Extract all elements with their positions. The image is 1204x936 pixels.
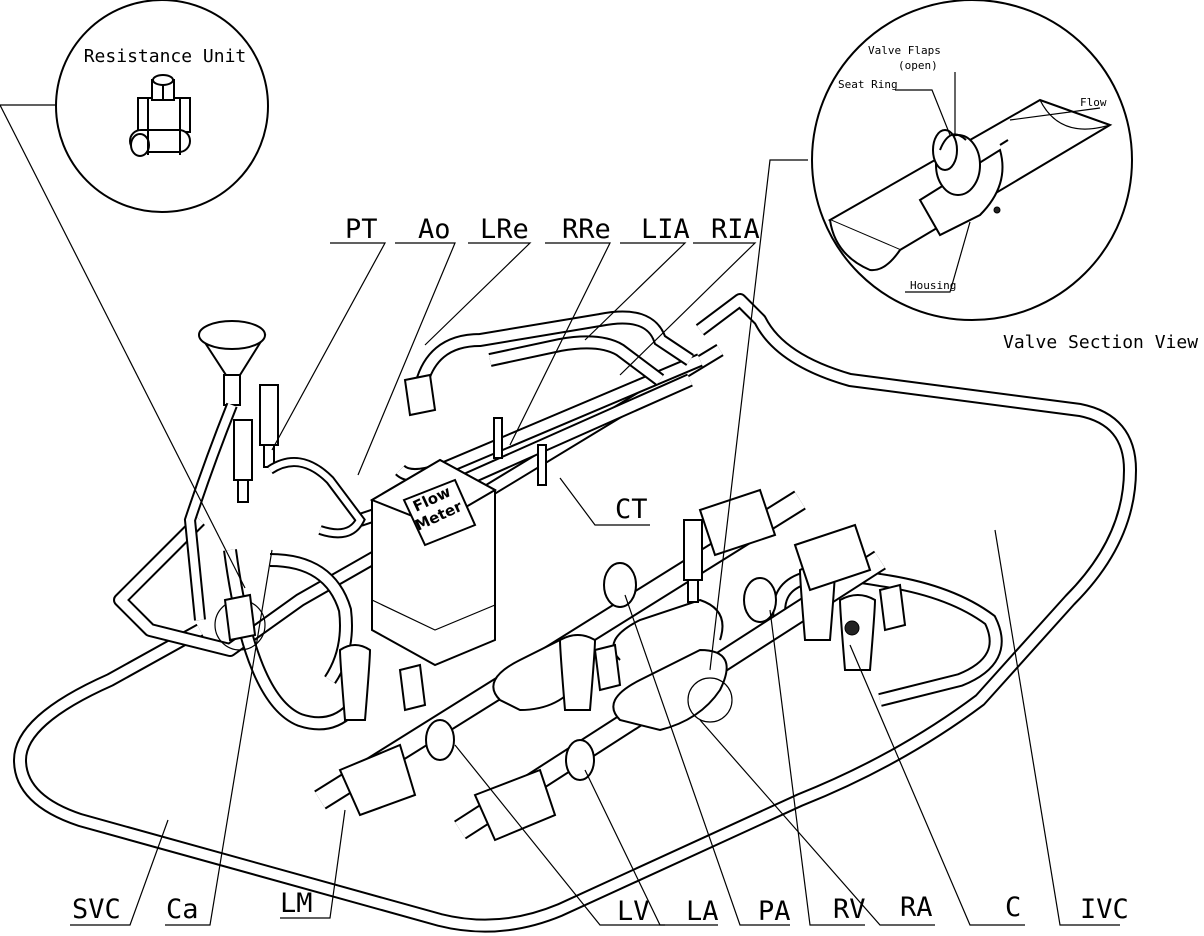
bottom-labels: SVC Ca LM LV LA PA RV RA C IVC (72, 888, 1129, 927)
label-ct: CT (615, 494, 648, 525)
label-rv: RV (833, 894, 866, 925)
resistance-unit-inset: Resistance Unit (55, 0, 269, 213)
valve-housing-drawing (827, 98, 1113, 272)
seat-ring-label: Seat Ring (838, 78, 898, 91)
label-la: LA (686, 896, 719, 927)
label-pt: PT (345, 214, 378, 245)
leader-lines (0, 104, 1120, 926)
label-lre: LRe (480, 214, 529, 245)
label-lv: LV (617, 896, 650, 927)
clamp-pins (493, 417, 547, 486)
valve-section-inset: Valve Flaps (open) Seat Ring Flow Housin… (811, 0, 1198, 353)
flow-label: Flow (1080, 96, 1107, 109)
main-loop-tubing (13, 293, 1137, 933)
compliance-funnel (183, 320, 267, 621)
label-lm: LM (280, 888, 313, 919)
label-svc: SVC (72, 894, 121, 925)
resistance-unit-icon (129, 74, 191, 157)
label-ra: RA (900, 892, 933, 923)
aorta-tube (267, 457, 366, 539)
resistance-unit-title: Resistance Unit (84, 46, 247, 67)
pressure-transducers (233, 384, 703, 603)
label-ao: Ao (418, 214, 451, 245)
label-pa: PA (758, 896, 791, 927)
housing-label: Housing (910, 279, 956, 292)
label-ivc: IVC (1080, 894, 1129, 925)
valve-flaps-label: Valve Flaps (868, 44, 941, 57)
clamp-blocks (223, 373, 907, 842)
valve-flaps-state-label: (open) (898, 59, 938, 72)
chamber-assembly (214, 373, 907, 842)
flow-meter: Flow Meter (369, 458, 498, 667)
label-rre: RRe (562, 214, 611, 245)
top-labels: PT Ao LRe RRe LIA RIA CT (345, 214, 760, 525)
label-ria: RIA (711, 214, 760, 245)
label-ca: Ca (166, 894, 199, 925)
label-lia: LIA (641, 214, 690, 245)
label-c: C (1005, 892, 1021, 923)
valve-section-title: Valve Section View (1003, 332, 1198, 353)
